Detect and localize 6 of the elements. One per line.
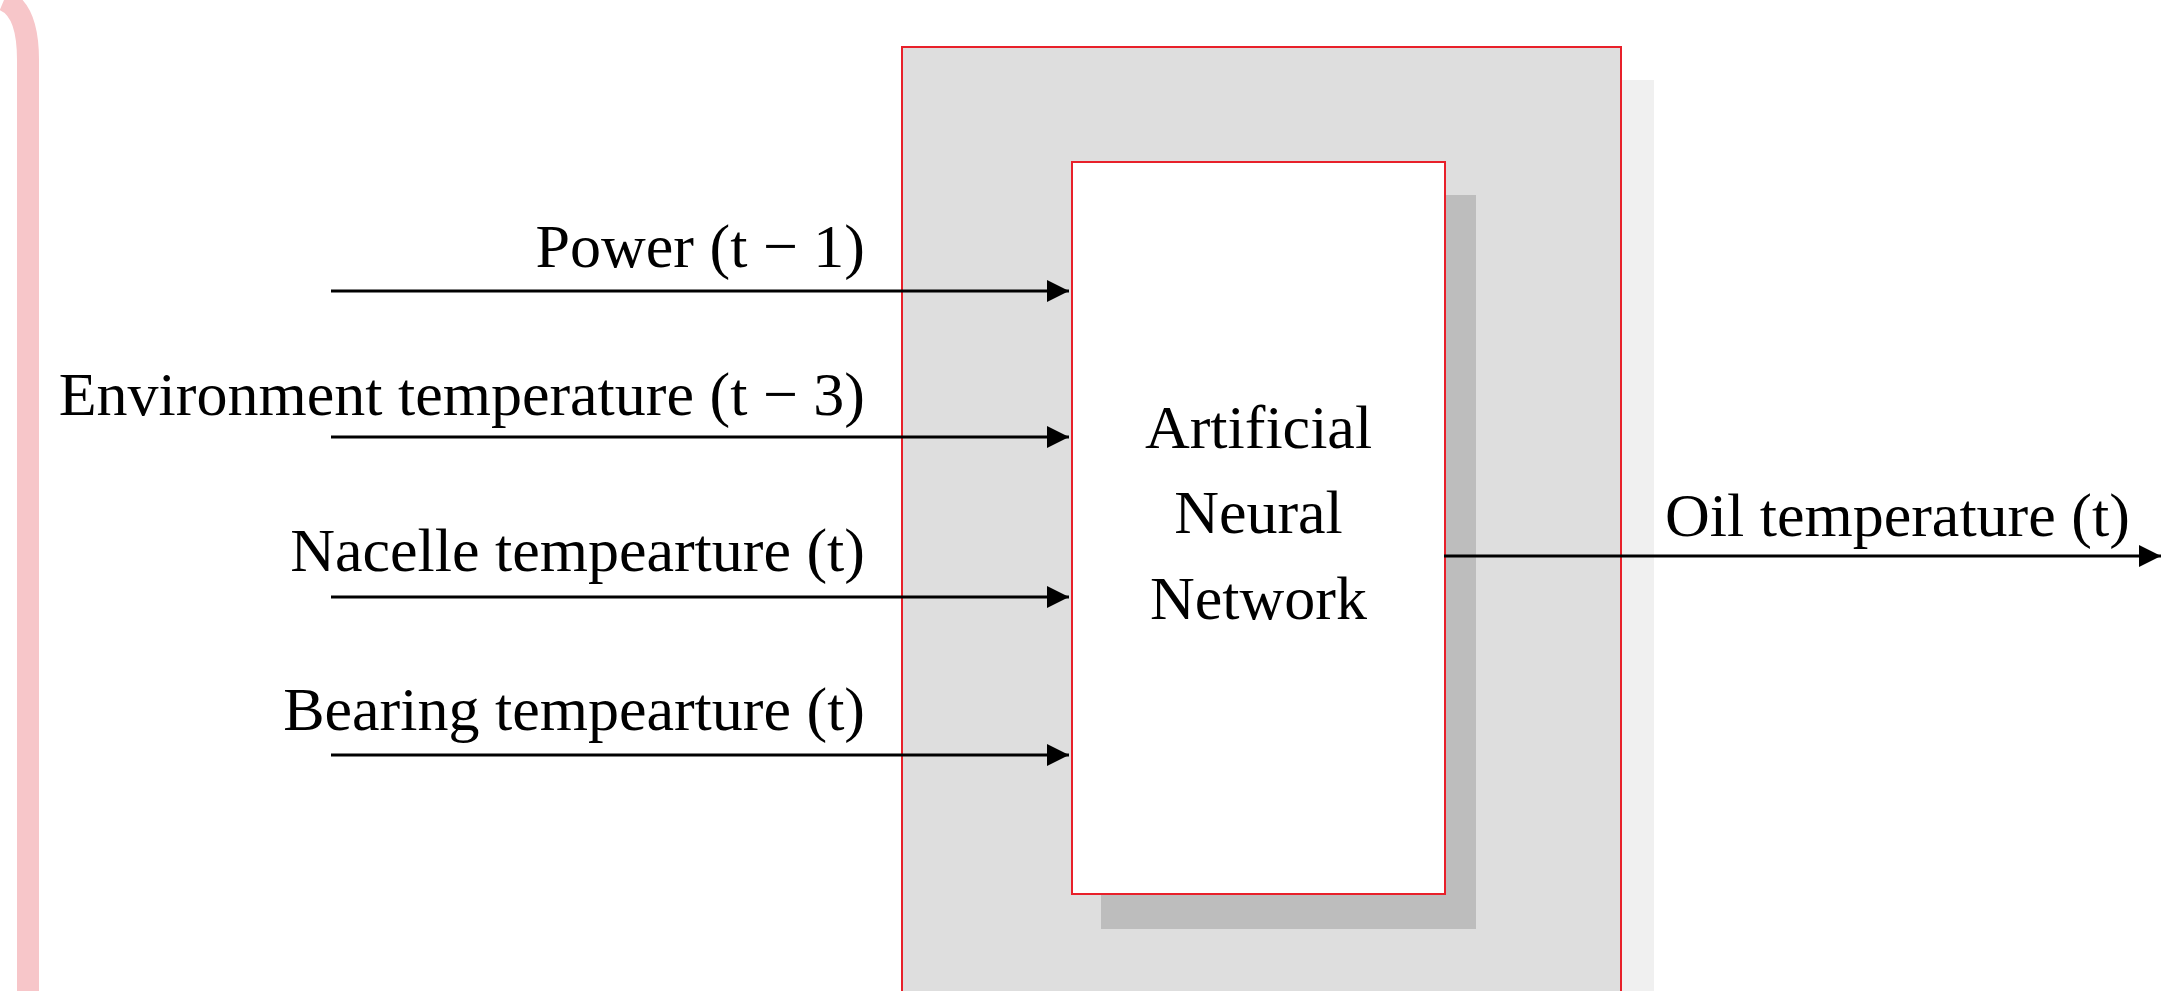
- box-label: Artificial Neural Network: [1143, 391, 1374, 634]
- arrow: [1444, 545, 2161, 567]
- arrow: [331, 280, 1069, 302]
- arrow: [331, 586, 1069, 608]
- arrow: [331, 744, 1069, 766]
- arrow: [331, 426, 1069, 448]
